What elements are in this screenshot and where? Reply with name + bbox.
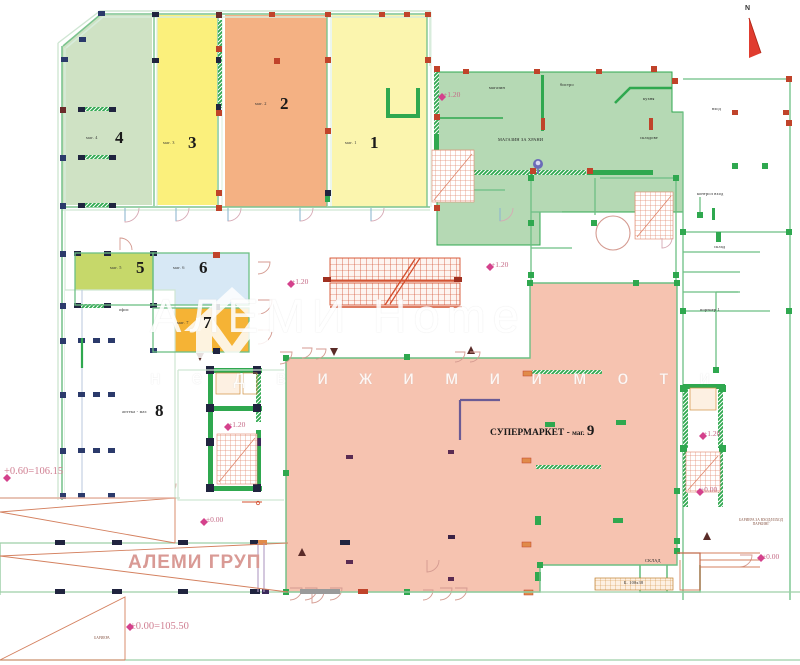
elevation-marker: +1.20 xyxy=(491,260,509,269)
shop4-fixtures xyxy=(80,107,112,207)
door-leafs-row1 xyxy=(124,208,501,221)
note-barrier: БАРИЕРА xyxy=(82,636,122,640)
elevation-marker: ±0.00 xyxy=(206,515,224,524)
shop-9-supermarket-fill xyxy=(286,283,677,592)
central-core-columns xyxy=(528,175,679,278)
note-barrier-parking: БАРИЕРА ЗА ВХОД/ИЗХОД ПАРКИНГ xyxy=(736,518,786,527)
room-label: магазин xyxy=(489,85,505,90)
shop-label-9: 9 xyxy=(586,423,595,439)
shop-fills-row1 xyxy=(62,15,427,207)
right-wing-columns xyxy=(680,76,792,373)
room-label: контрол вход xyxy=(697,191,724,196)
elevation-marker: ±0.00=105.50 xyxy=(130,621,189,632)
bottom-partition xyxy=(257,543,265,592)
elevation-marker: ±0.00 xyxy=(762,552,780,561)
shop-label-4: 4 xyxy=(115,128,124,147)
room-label: портиер 1 xyxy=(700,307,720,312)
shop1-fixture xyxy=(386,88,420,118)
bottom-columns xyxy=(55,540,368,594)
elevation-marker: ±0.00 xyxy=(700,485,718,494)
room-label: склад xyxy=(714,244,726,249)
column-marker xyxy=(213,304,220,310)
supermarket-label: СУПЕРМАРКЕТ - маг. 9 xyxy=(490,423,594,440)
lower-core-corridor xyxy=(177,369,284,501)
column-marker xyxy=(213,348,220,354)
bottom-right-wall xyxy=(677,552,701,590)
block-8-office xyxy=(60,251,218,499)
room-label: вход xyxy=(712,106,722,111)
bottom-outline xyxy=(0,542,800,661)
column-marker xyxy=(213,252,220,258)
room-label: СКЛАД xyxy=(645,558,661,563)
shop-label-3: 3 xyxy=(188,133,197,152)
shop-tag-2: маг. 2 xyxy=(255,101,267,106)
shop-tag-4: маг. 4 xyxy=(86,135,98,140)
room-label: бистро xyxy=(560,82,574,87)
elevation-marker: +0.60=106.15 xyxy=(4,466,64,477)
room-label: Б. 100x38 xyxy=(624,580,644,585)
central-stair-hatch xyxy=(323,257,462,308)
shop-label-6: 6 xyxy=(199,258,208,277)
shop-tag-3: маг. 3 xyxy=(163,140,175,145)
elevation-marker: +1.20 xyxy=(228,420,246,429)
shop-label-1: 1 xyxy=(370,133,379,152)
stair-right-core xyxy=(680,384,726,507)
bottom-right-detail xyxy=(679,552,760,591)
right-wing-fittings xyxy=(712,208,721,242)
room-label: МАГАЗИН ЗА ХРАНИ xyxy=(498,137,544,142)
shop-label-8: 8 xyxy=(155,401,164,420)
elevation-marker: +1.20 xyxy=(443,90,461,99)
right-wing xyxy=(682,78,791,600)
room-label: кухня xyxy=(643,96,655,101)
wall-hatched xyxy=(218,20,222,108)
stair-central-right xyxy=(634,191,674,249)
supermarket-label-small: маг. xyxy=(572,429,585,437)
shop-tag-8: аптека - маг. xyxy=(122,409,148,414)
note-text: БАРИЕРА xyxy=(94,636,110,640)
shop-label-5: 5 xyxy=(136,258,145,277)
note-text: БАРИЕРА ЗА ВХОД/ИЗХОД ПАРКИНГ xyxy=(739,518,783,527)
shop-tag-6: маг. 6 xyxy=(173,265,185,270)
shop-label-2: 2 xyxy=(280,94,289,113)
supermarket-label-text: СУПЕРМАРКЕТ - xyxy=(490,428,573,438)
ramp-tiles xyxy=(594,577,674,591)
room-label: складове xyxy=(640,135,658,140)
elevation-marker: +1.20 xyxy=(291,277,309,286)
stair-top-left-core xyxy=(431,149,475,203)
common-area-details xyxy=(434,66,678,211)
room-label: офис xyxy=(119,307,129,312)
shop-tag-5: маг. 5 xyxy=(110,265,122,270)
shop-label-7: 7 xyxy=(203,313,212,332)
structural-columns xyxy=(60,11,431,211)
north-arrow xyxy=(748,17,762,58)
lift-symbol xyxy=(595,215,631,251)
shop-tag-7: маг. 7 xyxy=(177,320,189,325)
shop-tag-1: маг. 1 xyxy=(345,140,357,145)
elevation-marker: +1.20 xyxy=(703,429,721,438)
north-label: N xyxy=(745,5,751,12)
